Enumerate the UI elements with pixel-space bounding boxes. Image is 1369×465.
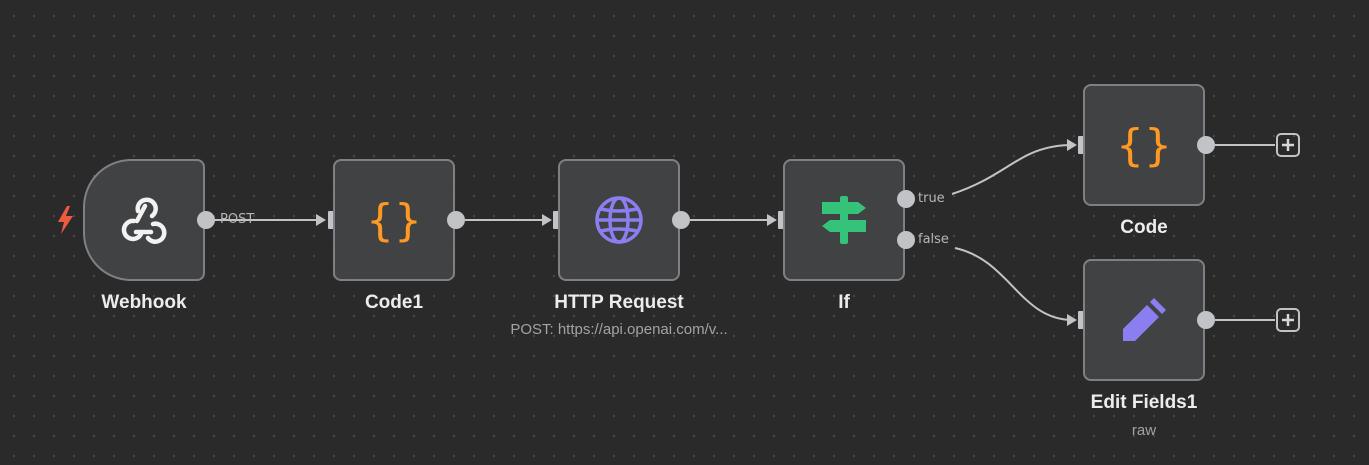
globe-icon — [593, 194, 645, 246]
edit-fields1-output-handle[interactable] — [1197, 311, 1215, 329]
plus-icon — [1282, 139, 1294, 151]
node-edit-fields1[interactable] — [1083, 259, 1205, 381]
webhook-icon — [118, 195, 170, 245]
webhook-node-label: Webhook — [101, 292, 187, 313]
if-true-output-handle[interactable] — [897, 190, 915, 208]
code1-node-label: Code1 — [364, 292, 424, 313]
code-node-label: Code — [1120, 217, 1168, 238]
arrow-head — [1067, 314, 1077, 326]
code-output-handle[interactable] — [1197, 136, 1215, 154]
webhook-output-label: POST — [220, 212, 255, 227]
plus-icon — [1282, 314, 1294, 326]
node-code1[interactable]: {} — [333, 159, 455, 281]
http-request-output-handle[interactable] — [672, 211, 690, 229]
edit-fields1-input-handle[interactable] — [1078, 311, 1085, 329]
http-request-node-label: HTTP Request — [554, 292, 684, 313]
code-add-node-button[interactable] — [1276, 133, 1300, 157]
node-webhook[interactable] — [83, 159, 205, 281]
connection-if-true-code[interactable] — [951, 144, 1074, 195]
arrow-head — [1067, 139, 1077, 151]
curly-braces-icon: {} — [1117, 118, 1171, 172]
if-false-label: false — [918, 232, 949, 247]
arrow-head — [542, 214, 552, 226]
edit-fields1-node-subtitle: raw — [1131, 422, 1157, 439]
if-node-label: If — [838, 292, 850, 313]
node-if[interactable] — [783, 159, 905, 281]
connection-if-false-editfields[interactable] — [954, 247, 1074, 321]
code1-input-handle[interactable] — [328, 211, 335, 229]
signpost-icon — [818, 194, 870, 246]
svg-text:{}: {} — [367, 195, 421, 246]
webhook-output-handle[interactable] — [197, 211, 215, 229]
svg-text:{}: {} — [1117, 120, 1171, 171]
http-request-node-subtitle: POST: https://api.openai.com/v... — [510, 321, 728, 338]
arrow-head — [767, 214, 777, 226]
arrow-head — [316, 214, 326, 226]
edit-fields1-add-node-button[interactable] — [1276, 308, 1300, 332]
curly-braces-icon: {} — [367, 193, 421, 247]
if-input-handle[interactable] — [778, 211, 785, 229]
code-input-handle[interactable] — [1078, 136, 1085, 154]
code1-output-handle[interactable] — [447, 211, 465, 229]
if-false-output-handle[interactable] — [897, 231, 915, 249]
lightning-bolt-icon — [55, 205, 75, 240]
http-request-input-handle[interactable] — [553, 211, 560, 229]
if-true-label: true — [918, 191, 945, 206]
node-http-request[interactable] — [558, 159, 680, 281]
edit-fields1-node-label: Edit Fields1 — [1090, 392, 1198, 413]
node-code[interactable]: {} — [1083, 84, 1205, 206]
pencil-icon — [1118, 294, 1170, 346]
